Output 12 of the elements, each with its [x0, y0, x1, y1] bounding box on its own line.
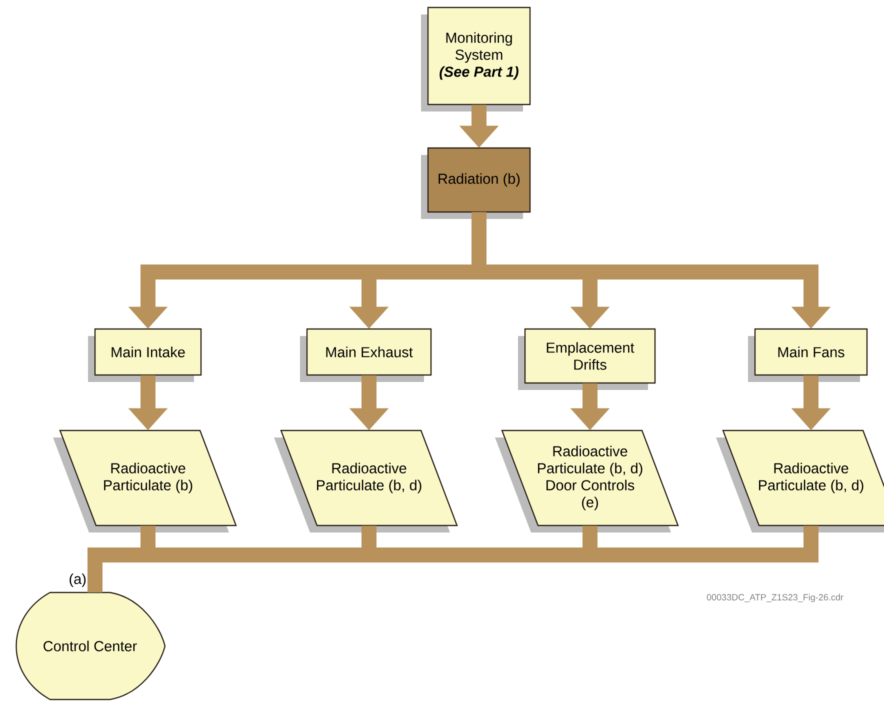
process-box: Main Fans: [748, 328, 868, 382]
process-box: Radiation (b): [421, 147, 531, 219]
process-box: Main Intake: [88, 328, 202, 382]
process-box: Monitoring System (See Part 1): [421, 6, 531, 112]
process-box: Main Exhaust: [300, 328, 432, 382]
data-parallelogram: Radioactive Particulate (b, d): [274, 430, 458, 532]
data-parallelogram: Radioactive Particulate (b, d): [716, 430, 884, 532]
footnote-mark: (a): [70, 573, 86, 587]
process-box: Emplacement Drifts: [518, 328, 656, 390]
data-parallelogram: Radioactive Particulate (b, d) Door Controls (e): [495, 430, 679, 532]
data-parallelogram: Radioactive Particulate (b): [53, 430, 237, 532]
file-name: 00033DC_ATP_Z1S23_Fig-26.cdr: [706, 594, 844, 602]
